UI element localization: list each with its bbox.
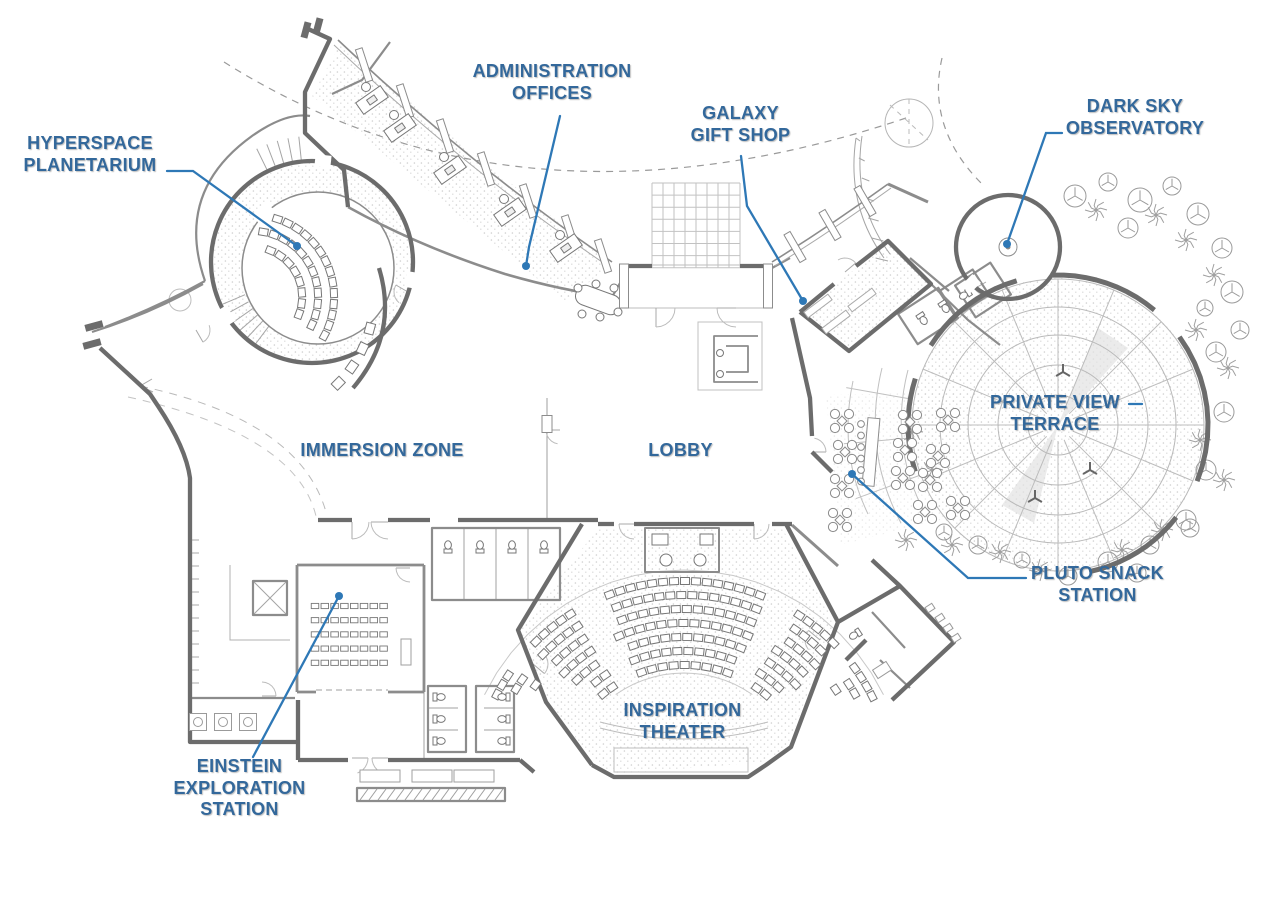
label-lobby: LOBBY (648, 440, 713, 460)
label-administration-offices: ADMINISTRATION OFFICES (472, 61, 632, 103)
label-immersion-zone: IMMERSION ZONE (300, 440, 464, 460)
label-galaxy-gift-shop: GALAXY GIFT SHOP (690, 103, 791, 145)
label-hyperspace-planetarium: HYPERSPACE PLANETARIUM (23, 133, 157, 175)
label-pluto-snack-station: PLUTO SNACK STATION (1031, 563, 1164, 605)
label-private-view-terrace: PRIVATE VIEW TERRACE (990, 392, 1120, 434)
label-leader-lines (165, 114, 1144, 759)
label-inspiration-theater: INSPIRATION THEATER (623, 700, 742, 742)
label-dark-sky-observatory: DARK SKY OBSERVATORY (1065, 96, 1205, 138)
medium-walls (91, 39, 1013, 803)
furniture (82, 17, 1011, 783)
label-einstein-exploration-station: EINSTEIN EXPLORATION STATION (173, 756, 306, 820)
wall-openings (216, 154, 981, 327)
fine-lines (127, 57, 1250, 801)
